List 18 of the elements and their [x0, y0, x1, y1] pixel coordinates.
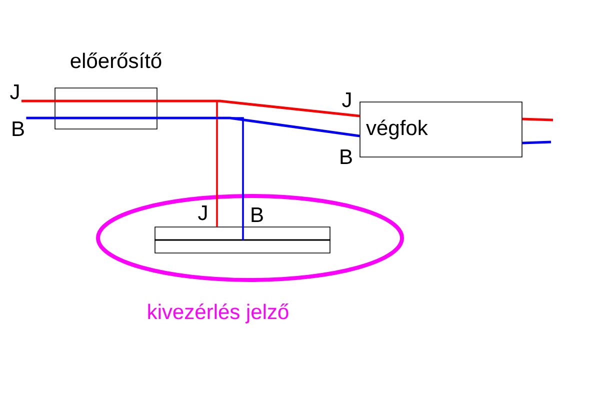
amplifier-box: végfok — [360, 102, 522, 158]
box-label: előerősítő — [70, 52, 162, 68]
wire-label: B — [12, 122, 24, 136]
wire — [157, 116, 360, 138]
wire-label: J — [10, 84, 19, 100]
indicator-label: kivezérlés jelző — [148, 304, 288, 324]
wire — [21, 100, 55, 102]
wire-label: B — [340, 150, 352, 164]
wire-label: J — [342, 92, 351, 108]
wire-label: J — [198, 206, 207, 220]
wire — [522, 140, 552, 144]
wire — [26, 116, 55, 120]
wire — [157, 100, 360, 118]
wire — [522, 118, 554, 122]
wire-label: B — [252, 208, 263, 222]
indicator-bar — [154, 226, 330, 254]
wire — [157, 100, 218, 227]
wire — [157, 117, 244, 240]
